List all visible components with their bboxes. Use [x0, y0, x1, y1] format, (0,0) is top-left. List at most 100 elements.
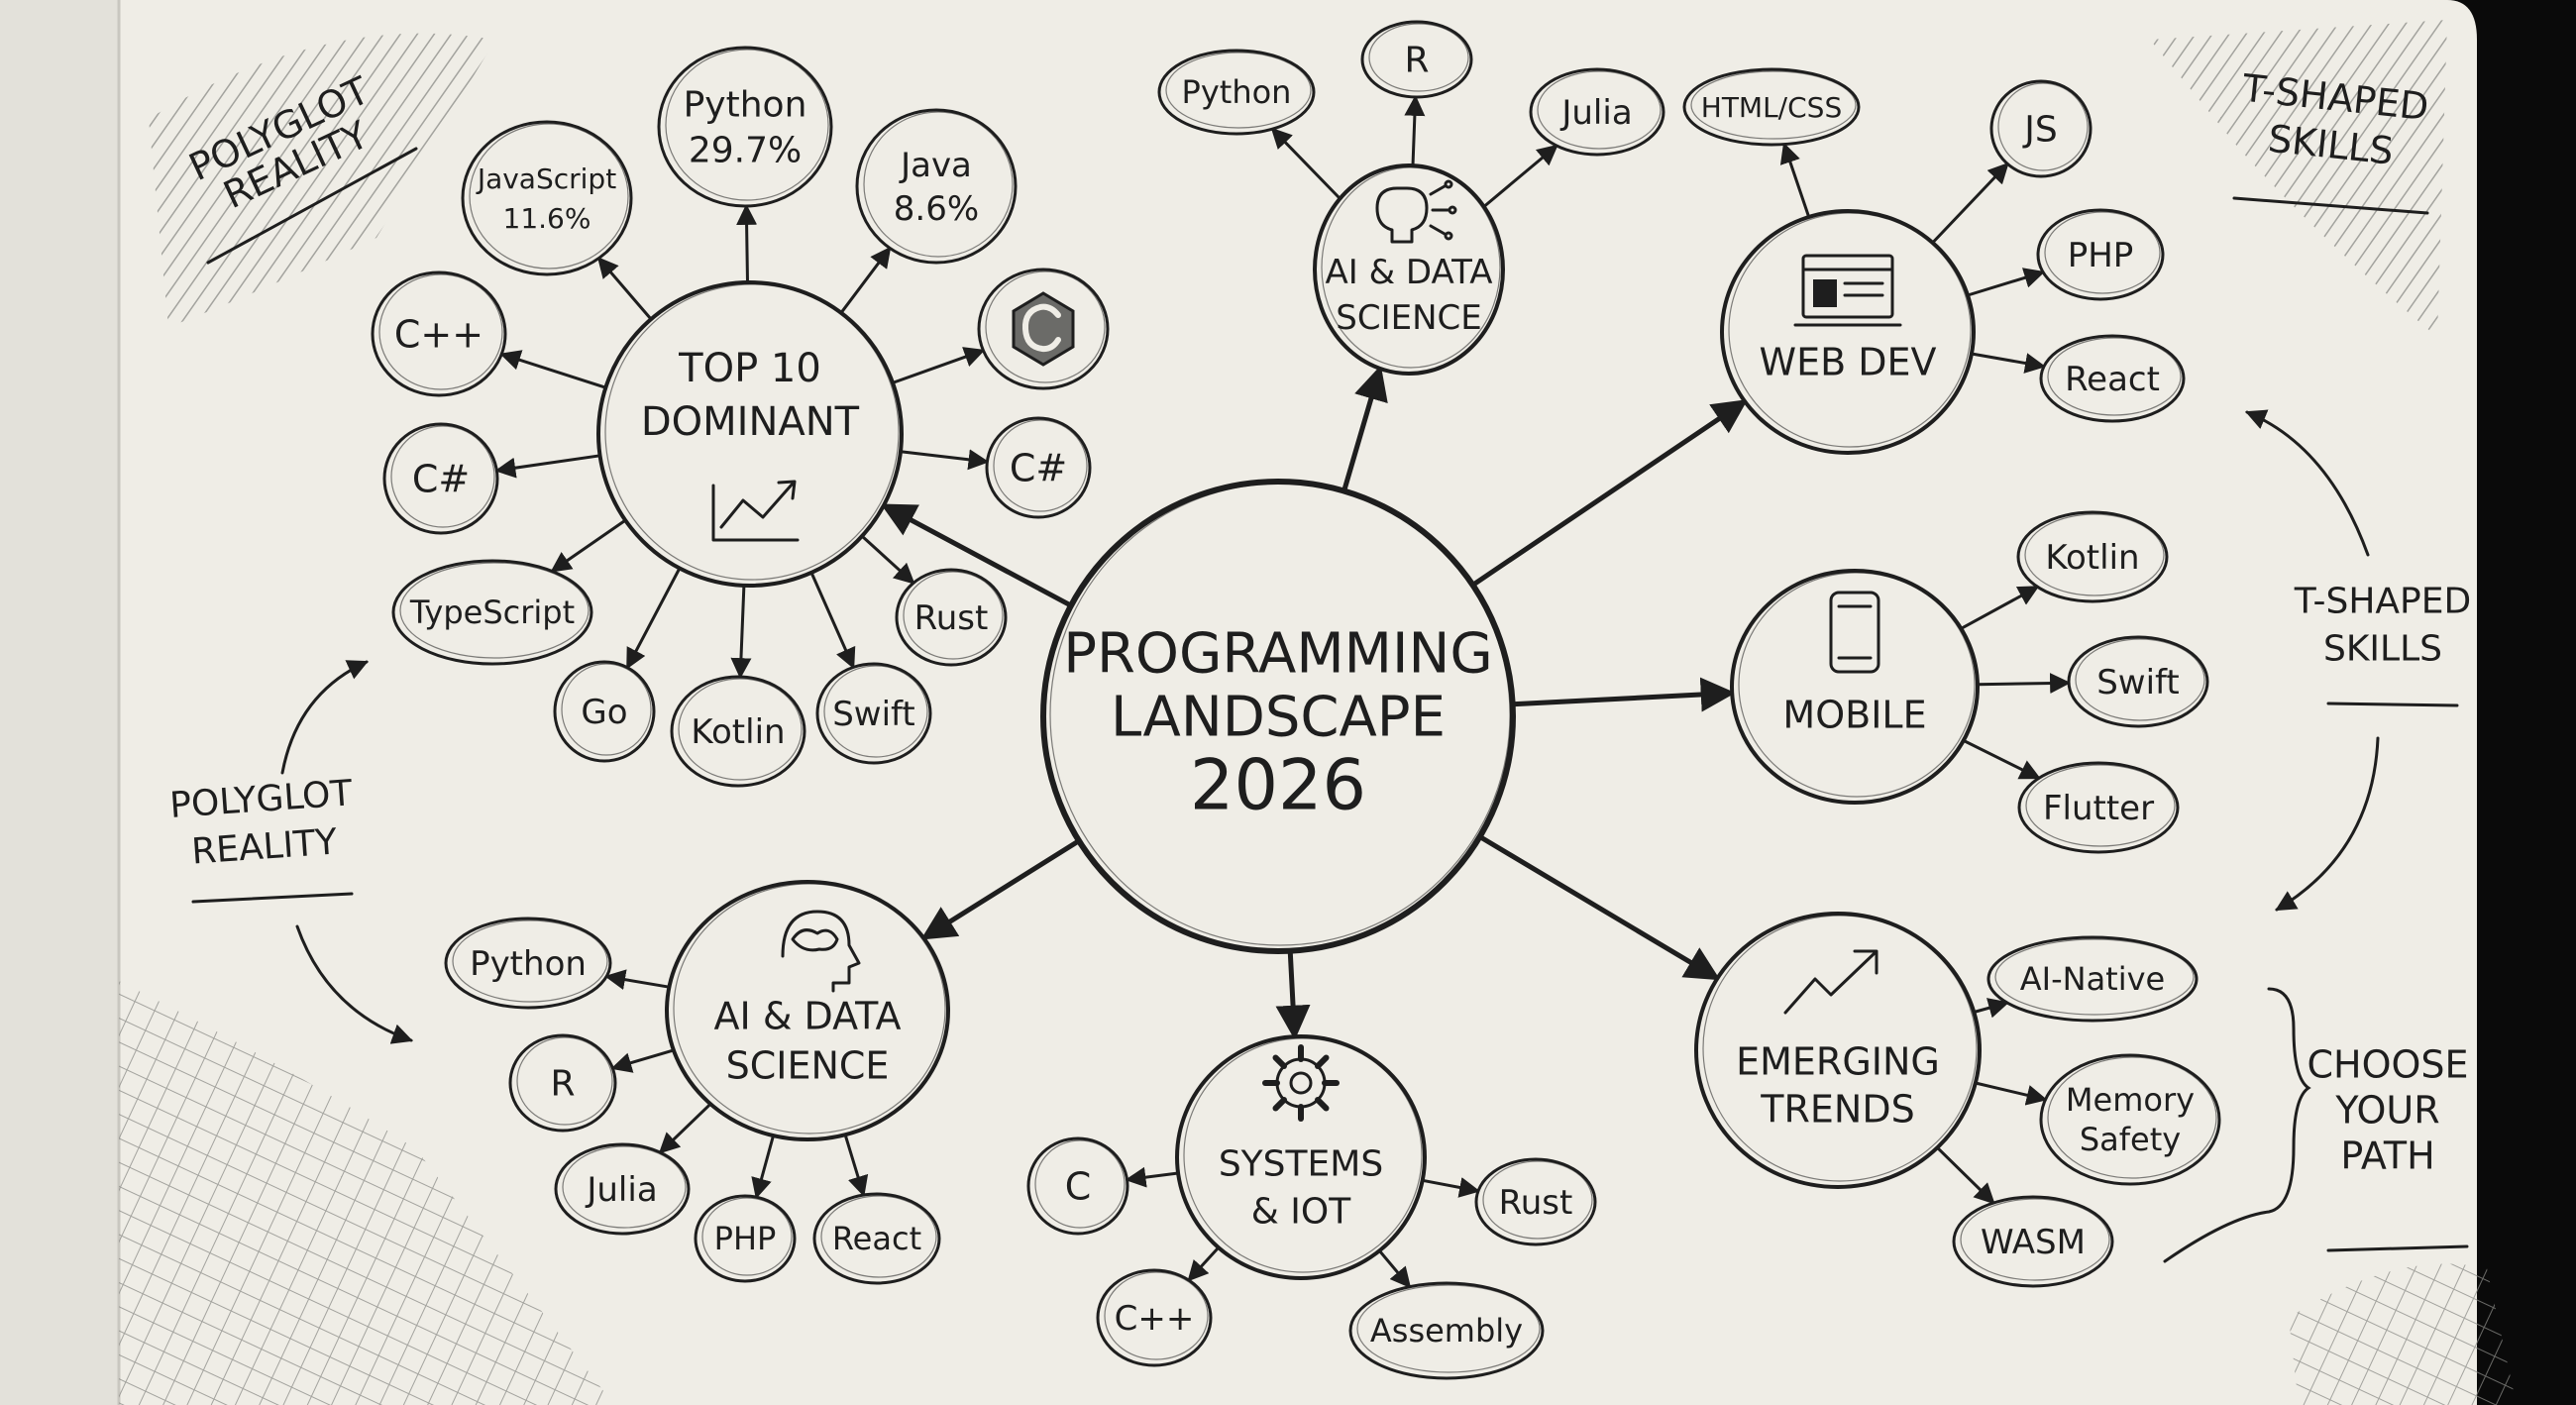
leaf-node-js-sketch-ring — [1997, 82, 2089, 171]
hub-node-systems[interactable]: SYSTEMS& IOT — [1175, 1034, 1427, 1280]
leaf-node-htmlcss[interactable]: HTML/CSS — [1682, 67, 1861, 147]
leaf-node-htmlcss-label-line: HTML/CSS — [1701, 91, 1842, 124]
arrow-web-to-htmlcss — [1779, 142, 1811, 219]
leaf-node-rust-top10[interactable]: Rust — [895, 568, 1008, 667]
leaf-node-python-ai-bottom-outline — [444, 917, 612, 1010]
leaf-node-htmlcss-outline — [1682, 67, 1861, 147]
leaf-node-swift-mobile-sketch-ring — [2075, 638, 2205, 721]
leaf-node-csharp-right[interactable]: C# — [985, 416, 1092, 519]
leaf-node-react-web[interactable]: React — [2039, 334, 2186, 423]
hub-node-top10-label-line: TOP 10 — [678, 346, 821, 391]
head-brain-icon — [781, 910, 861, 993]
leaf-node-assembly[interactable]: Assembly — [1348, 1281, 1545, 1380]
leaf-node-python-ai-top[interactable]: Python — [1157, 49, 1316, 136]
hub-node-web-outline — [1720, 209, 1976, 455]
leaf-node-cpp-systems[interactable]: C++ — [1096, 1268, 1213, 1367]
leaf-node-kotlin-mobile-label-line: Kotlin — [2045, 538, 2139, 578]
hub-node-mobile-label-line: MOBILE — [1782, 693, 1926, 736]
leaf-node-react-ai-bottom-label-line: React — [832, 1220, 921, 1257]
leaf-node-flutter[interactable]: Flutter — [2017, 761, 2180, 854]
leaf-node-php-web-sketch-ring — [2044, 211, 2161, 294]
leaf-node-typescript[interactable]: TypeScript — [391, 559, 593, 666]
leaf-node-r-ai-top[interactable]: R — [1360, 20, 1473, 99]
leaf-node-java-label-line: Java — [899, 146, 972, 185]
arrow-top10-to-javascript — [596, 257, 653, 321]
leaf-node-julia-ai-bottom-label-line: Julia — [585, 1170, 657, 1210]
leaf-node-python-ai-bottom[interactable]: Python — [444, 917, 612, 1010]
leaf-node-rust-top10-label-line: Rust — [914, 598, 989, 638]
hub-node-mobile[interactable]: MOBILE — [1730, 569, 1980, 805]
leaf-node-kotlin-mobile-sketch-ring — [2024, 513, 2165, 596]
leaf-node-react-web-outline — [2039, 334, 2186, 423]
leaf-node-r-ai-top-outline — [1360, 20, 1473, 99]
hub-node-web[interactable]: WEB DEV — [1720, 209, 1976, 455]
leaf-node-julia-ai-top[interactable]: Julia — [1529, 67, 1665, 157]
leaf-node-rust-top10-outline — [895, 568, 1008, 667]
leaf-node-csharp-left-sketch-ring — [390, 425, 495, 528]
browser-window-icon — [1793, 254, 1902, 327]
leaf-node-julia-ai-top-sketch-ring — [1537, 70, 1662, 150]
leaf-node-swift-mobile[interactable]: Swift — [2067, 635, 2209, 728]
arrow-mobile-to-kotlin_mobile — [1959, 585, 2040, 630]
annotation-label-line: YOUR — [2334, 1088, 2439, 1132]
arrow-mobile-to-flutter — [1962, 738, 2041, 780]
leaf-node-react-ai-bottom[interactable]: React — [812, 1192, 941, 1285]
leaf-node-ai-native[interactable]: AI-Native — [1986, 935, 2199, 1023]
leaf-node-swift-top10[interactable]: Swift — [815, 662, 932, 765]
leaf-node-go[interactable]: Go — [553, 660, 656, 763]
arrow-ai_top-to-python_ai_top — [1270, 127, 1342, 200]
annotation-underline — [206, 147, 418, 265]
hub-node-top10-sketch-ring — [604, 283, 900, 581]
leaf-node-c-systems[interactable]: C — [1026, 1136, 1129, 1236]
arrow-center-to-ai_bottom — [920, 838, 1082, 941]
arrow-top10-to-csharp_right — [899, 449, 990, 471]
leaf-node-csharp-right-sketch-ring — [993, 419, 1088, 512]
leaf-node-memory-safety-label-line: Safety — [2080, 1121, 2181, 1158]
c-language-logo-icon — [1012, 291, 1075, 367]
leaf-node-ai-native-sketch-ring — [1994, 938, 2195, 1016]
leaf-node-cpp-top10-outline — [371, 270, 507, 397]
leaf-node-cpp-top10[interactable]: C++ — [371, 270, 507, 397]
rising-arrow-icon — [1783, 949, 1878, 1015]
smartphone-icon — [1829, 591, 1880, 674]
leaf-node-c-systems-sketch-ring — [1034, 1139, 1126, 1229]
leaf-node-csharp-left[interactable]: C# — [382, 422, 499, 535]
leaf-node-python-ai-top-label-line: Python — [1182, 73, 1292, 111]
leaf-node-php-ai-bottom[interactable]: PHP — [694, 1194, 797, 1283]
arrow-systems-to-c_systems — [1125, 1166, 1180, 1188]
leaf-node-ai-native-outline — [1986, 935, 2199, 1023]
leaf-node-julia-ai-bottom[interactable]: Julia — [554, 1142, 691, 1236]
leaf-node-wasm-outline — [1952, 1195, 2114, 1288]
leaf-node-kotlin-mobile[interactable]: Kotlin — [2016, 510, 2169, 603]
leaf-node-php-web[interactable]: PHP — [2036, 208, 2165, 301]
node-icons — [711, 179, 1902, 1122]
leaf-node-r-ai-bottom[interactable]: R — [508, 1033, 617, 1133]
leaf-node-cpp-top10-sketch-ring — [378, 273, 503, 390]
leaf-node-wasm[interactable]: WASM — [1952, 1195, 2114, 1288]
leaf-node-kotlin-mobile-outline — [2016, 510, 2169, 603]
leaf-node-assembly-sketch-ring — [1356, 1284, 1541, 1373]
arrow-top10-to-rust_top10 — [860, 534, 915, 585]
leaf-node-kotlin-top10[interactable]: Kotlin — [670, 675, 806, 788]
leaf-node-c-logo-sketch-ring — [985, 270, 1106, 383]
leaf-node-r-ai-bottom-label-line: R — [550, 1064, 575, 1105]
leaf-node-swift-mobile-label-line: Swift — [2096, 663, 2180, 702]
hub-node-mobile-sketch-ring — [1738, 572, 1976, 798]
hub-node-emerging-sketch-ring — [1702, 915, 1978, 1182]
arrow-top10-to-swift_top10 — [809, 571, 856, 670]
leaf-node-rust-systems[interactable]: Rust — [1474, 1157, 1597, 1246]
leaf-node-julia-ai-bottom-sketch-ring — [562, 1145, 687, 1229]
leaf-node-memory-safety-label-line: Memory — [2066, 1081, 2195, 1119]
leaf-node-js[interactable]: JS — [1989, 79, 2093, 178]
